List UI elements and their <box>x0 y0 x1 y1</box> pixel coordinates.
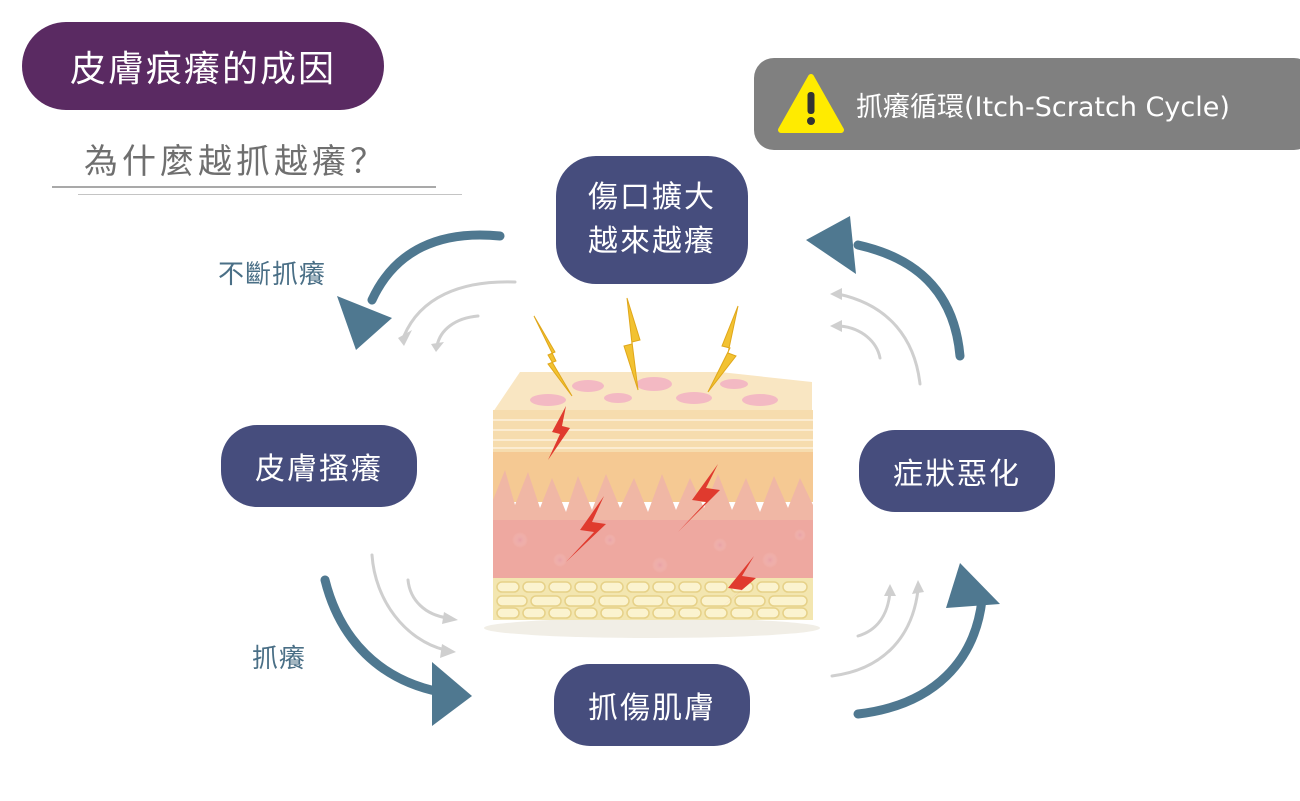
page-subtitle: 為什麼越抓越癢？ <box>84 142 388 182</box>
node-skin-itch: 皮膚搔癢 <box>221 425 417 507</box>
node-symptoms-worsen: 症狀惡化 <box>859 430 1055 512</box>
node-wound-enlarged: 傷口擴大 越來越癢 <box>556 156 748 284</box>
arrowhead-top-right <box>806 216 856 274</box>
arrowhead-bottom-left <box>432 662 472 726</box>
skin-illustration <box>484 372 820 638</box>
cycle-arrows <box>320 230 987 719</box>
arrowhead-bottom-right <box>946 563 1000 608</box>
arrowhead-top-left <box>337 296 392 350</box>
motion-arrowheads <box>398 288 924 658</box>
arrow-top-left <box>367 230 505 305</box>
cycle-arrowheads <box>337 216 1000 726</box>
arrow-label-scratch: 抓癢 <box>252 644 307 674</box>
motion-arrows <box>370 280 922 678</box>
node-top-line-2: 越來越癢 <box>588 224 716 259</box>
subtitle-underline-offset <box>78 194 462 195</box>
arrow-label-keep-scratching: 不斷抓癢 <box>218 260 327 290</box>
itch-lightning-yellow <box>533 297 739 397</box>
arrow-bottom-right <box>853 595 987 719</box>
node-scratch-skin: 抓傷肌膚 <box>554 664 750 746</box>
cycle-banner: 抓癢循環(Itch-Scratch Cycle) <box>754 58 1300 150</box>
arrow-bottom-left <box>320 575 445 697</box>
arrow-top-right <box>853 240 965 361</box>
warning-icon <box>778 74 844 133</box>
itch-lightning-red <box>548 406 756 612</box>
page-title: 皮膚痕癢的成因 <box>22 22 384 110</box>
cycle-banner-text: 抓癢循環(Itch-Scratch Cycle) <box>856 91 1230 123</box>
node-top-line-1: 傷口擴大 <box>588 180 716 215</box>
subtitle-underline <box>52 186 436 188</box>
